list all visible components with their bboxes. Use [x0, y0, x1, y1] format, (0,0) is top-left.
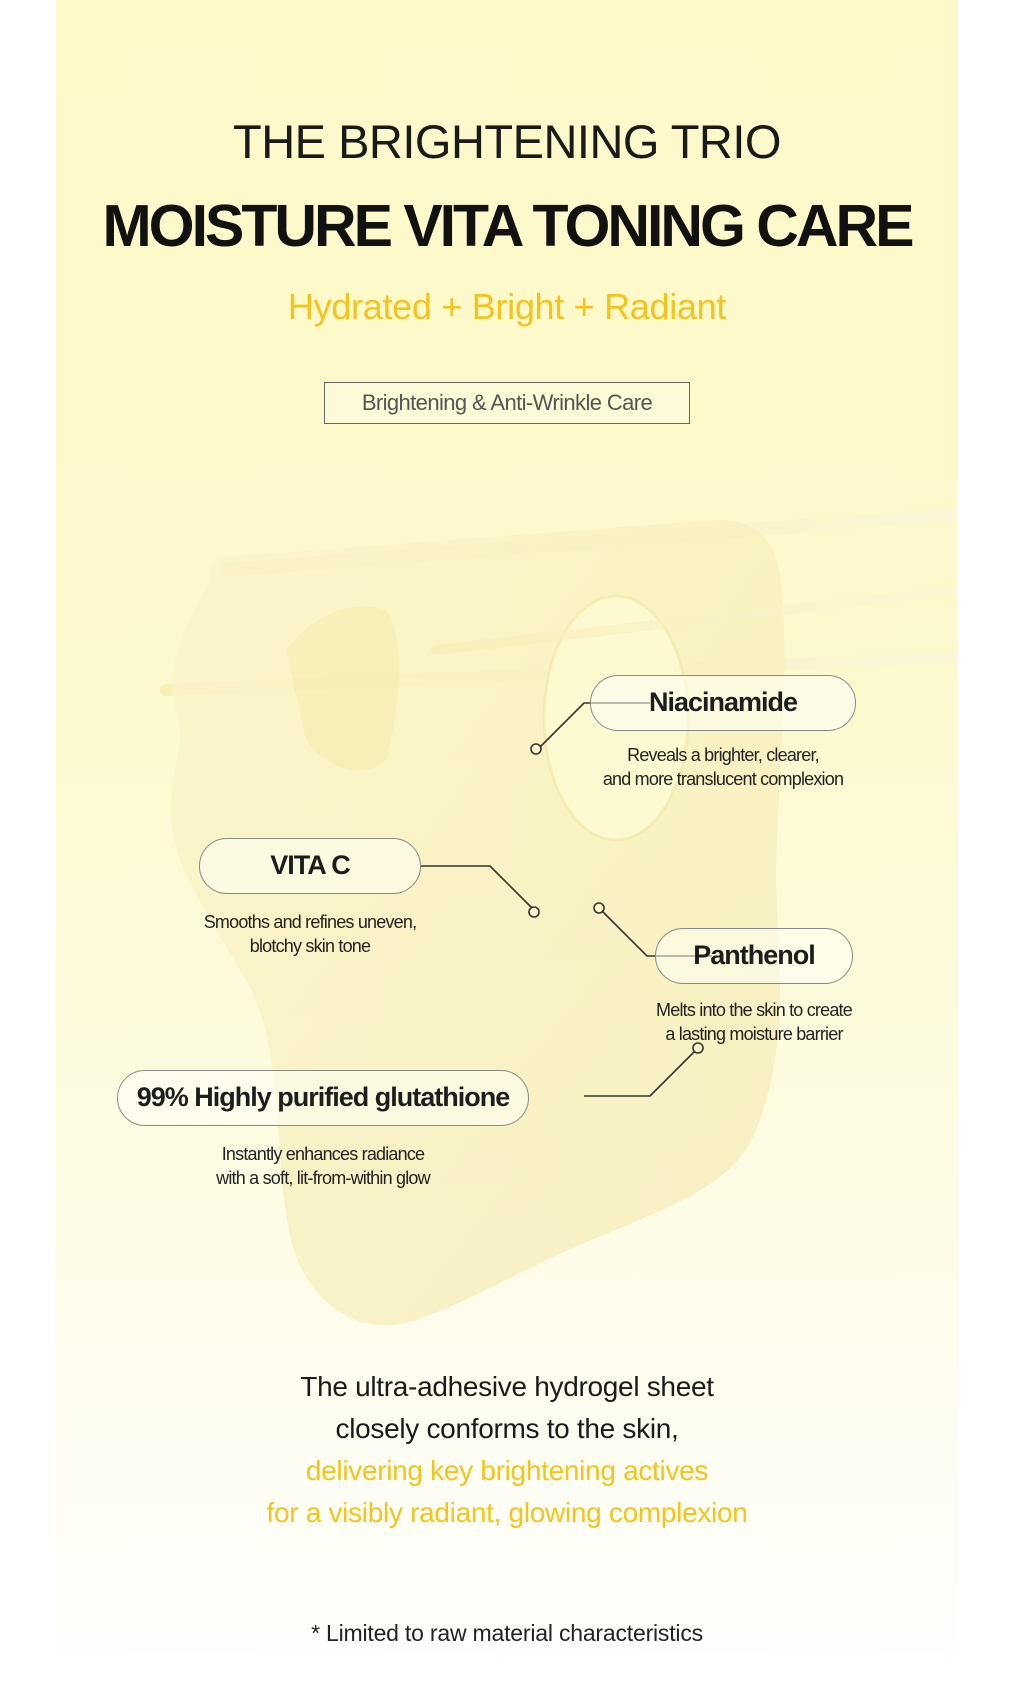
niacinamide-dot: [530, 743, 542, 755]
care-tag: Brightening & Anti-Wrinkle Care: [324, 382, 690, 424]
subtitle: Hydrated + Bright + Radiant: [287, 286, 727, 327]
ingredient-pill-panthenol: Panthenol: [655, 928, 853, 984]
vitac-dot: [528, 906, 540, 918]
ingredient-pill-niacinamide: Niacinamide: [590, 675, 856, 731]
body-line-2: closely conforms to the skin,: [335, 1413, 679, 1444]
niacinamide-description: Reveals a brighter, clearer, and more tr…: [602, 745, 844, 789]
panthenol-description: Melts into the skin to create a lasting …: [656, 1000, 853, 1044]
eyebrow-heading: THE BRIGHTENING TRIO: [233, 115, 781, 168]
panthenol-dot: [593, 902, 605, 914]
glutathione-dot: [692, 1042, 704, 1054]
footnote: * Limited to raw material characteristic…: [311, 1620, 703, 1646]
ingredient-pill-vitac: VITA C: [199, 838, 421, 894]
body-line-4: for a visibly radiant, glowing complexio…: [266, 1497, 748, 1528]
body-line-1: The ultra-adhesive hydrogel sheet: [300, 1371, 714, 1402]
description-paragraph: The ultra-adhesive hydrogel sheet closel…: [56, 1366, 958, 1534]
page-title: MOISTURE VITA TONING CARE: [102, 193, 915, 259]
body-line-3: delivering key brightening actives: [305, 1455, 709, 1486]
vitac-description: Smooths and refines uneven, blotchy skin…: [203, 912, 417, 956]
product-panel: THE BRIGHTENING TRIO MOISTURE VITA TONIN…: [56, 0, 958, 1706]
ingredient-pill-glutathione: 99% Highly purified glutathione: [117, 1070, 529, 1126]
glutathione-description: Instantly enhances radiance with a soft,…: [216, 1144, 430, 1188]
